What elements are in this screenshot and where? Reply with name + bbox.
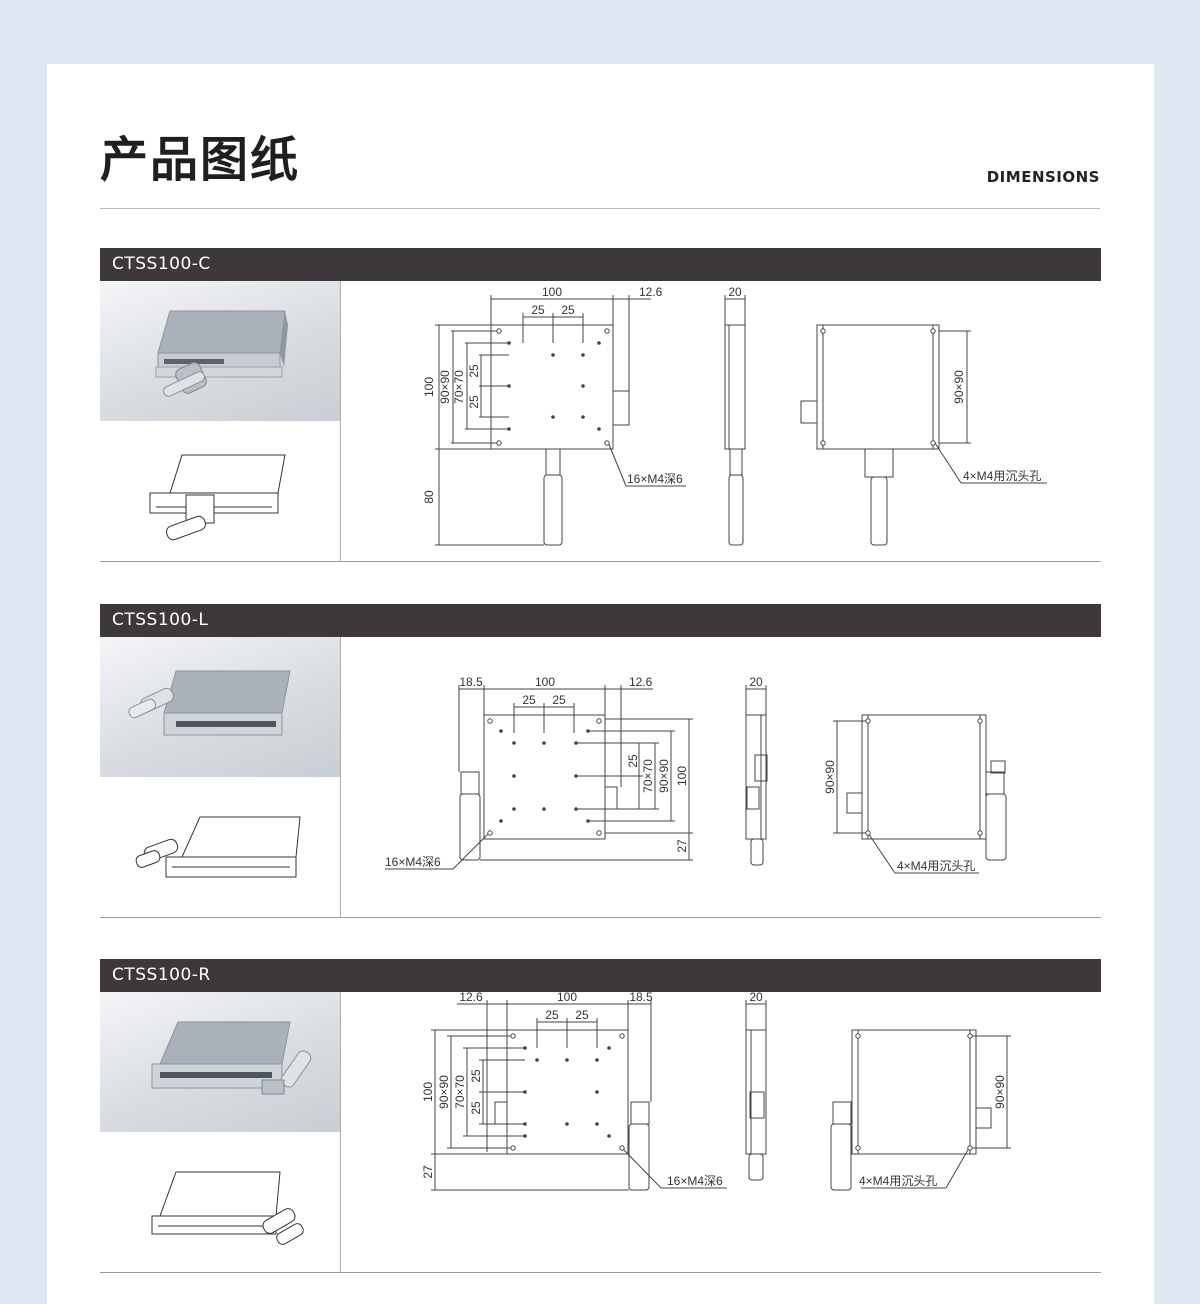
dim-offset-left: 18.5	[459, 675, 483, 689]
dimension-drawing: 12.6 100 18.5 25 25 20 100 90×90 70×70 2…	[341, 992, 1101, 1272]
page-title: 产品图纸	[100, 132, 301, 188]
section-ctss100-r: CTSS100-R	[100, 959, 1101, 1273]
dim-width: 100	[535, 675, 555, 689]
dim-side-width: 20	[749, 675, 763, 689]
product-render-photo	[100, 992, 340, 1132]
note-tapped: 16×M4深6	[667, 1174, 723, 1188]
dim-pitch-a: 25	[545, 1008, 559, 1022]
stage-sketch-l2	[135, 816, 301, 878]
dim-pitch-b: 25	[552, 693, 566, 707]
column-divider	[340, 992, 341, 1273]
stage-render-l1	[128, 670, 291, 736]
dimension-drawing-svg: 18.5 100 12.6 25 25 20 25 70×70 90×90 10…	[385, 675, 1007, 874]
page-subtitle: DIMENSIONS	[986, 168, 1100, 186]
dim-height: 100	[675, 766, 689, 786]
dim-pitch-b: 25	[575, 1008, 589, 1022]
dim-v-pitch-a: 25	[469, 1069, 483, 1083]
section-title: CTSS100-C	[100, 248, 1101, 281]
section-bottom-rule	[100, 1272, 1101, 1273]
dim-v-pitch-b: 25	[469, 1101, 483, 1115]
product-line-drawing	[100, 1132, 340, 1272]
dimension-drawing: 100 12.6 25 25 20 100 90×90 70×70 25 25 …	[341, 281, 1101, 561]
dim-back-90: 90×90	[952, 370, 966, 404]
dim-height: 100	[422, 377, 436, 397]
dim-drive: 27	[421, 1165, 435, 1179]
dim-hole-90: 90×90	[438, 370, 452, 404]
dim-pitch-a: 25	[522, 693, 536, 707]
note-counterbore: 4×M4用沉头孔	[859, 1174, 937, 1188]
dim-v-pitch: 25	[626, 754, 640, 768]
dim-hole-70: 70×70	[453, 1075, 467, 1109]
dim-side-width: 20	[728, 285, 742, 299]
dim-v-pitch-a: 25	[467, 364, 481, 378]
dim-hole-90: 90×90	[657, 759, 671, 793]
title-divider	[100, 208, 1100, 209]
product-render-photo	[100, 281, 340, 421]
dim-pitch-a: 25	[531, 303, 545, 317]
dim-back-90: 90×90	[993, 1075, 1007, 1109]
dim-width: 100	[542, 285, 562, 299]
content-card: 产品图纸 DIMENSIONS CTSS100-C	[47, 64, 1154, 1304]
dimension-drawing-svg: 100 12.6 25 25 20 100 90×90 70×70 25 25 …	[422, 285, 1047, 546]
dim-offset-left: 12.6	[459, 992, 483, 1004]
dim-back-90: 90×90	[823, 760, 837, 794]
dimension-drawing-svg: 12.6 100 18.5 25 25 20 100 90×90 70×70 2…	[421, 992, 1011, 1191]
product-render-photo	[100, 637, 340, 777]
product-line-drawing	[100, 777, 340, 917]
dim-hole-90: 90×90	[437, 1075, 451, 1109]
dim-hole-70: 70×70	[641, 759, 655, 793]
note-tapped: 16×M4深6	[627, 472, 683, 486]
dim-height: 100	[421, 1082, 435, 1102]
dim-drive: 80	[422, 490, 436, 504]
dimension-drawing: 18.5 100 12.6 25 25 20 25 70×70 90×90 10…	[341, 637, 1101, 917]
section-title: CTSS100-R	[100, 959, 1101, 992]
dim-side-width: 20	[749, 992, 763, 1004]
dim-drive: 27	[675, 839, 689, 853]
section-bottom-rule	[100, 561, 1101, 562]
column-divider	[340, 637, 341, 918]
section-ctss100-c: CTSS100-C	[100, 248, 1101, 562]
stage-sketch-r2	[151, 1171, 304, 1245]
note-tapped: 16×M4深6	[385, 855, 441, 869]
dim-pitch-b: 25	[561, 303, 575, 317]
dim-v-pitch-b: 25	[467, 395, 481, 409]
column-divider	[340, 281, 341, 562]
note-counterbore: 4×M4用沉头孔	[963, 469, 1041, 483]
stage-render-c1	[155, 310, 288, 397]
stage-render-r1	[151, 1021, 312, 1095]
dim-width: 100	[557, 992, 577, 1004]
section-title: CTSS100-L	[100, 604, 1101, 637]
dim-offset-right: 18.5	[629, 992, 653, 1004]
dim-hole-70: 70×70	[452, 370, 466, 404]
note-counterbore: 4×M4用沉头孔	[897, 859, 975, 873]
stage-sketch-c2	[149, 454, 286, 541]
product-line-drawing	[100, 421, 340, 561]
dim-offset-right: 12.6	[639, 285, 663, 299]
section-bottom-rule	[100, 917, 1101, 918]
section-ctss100-l: CTSS100-L	[100, 604, 1101, 918]
dim-offset-right: 12.6	[629, 675, 653, 689]
